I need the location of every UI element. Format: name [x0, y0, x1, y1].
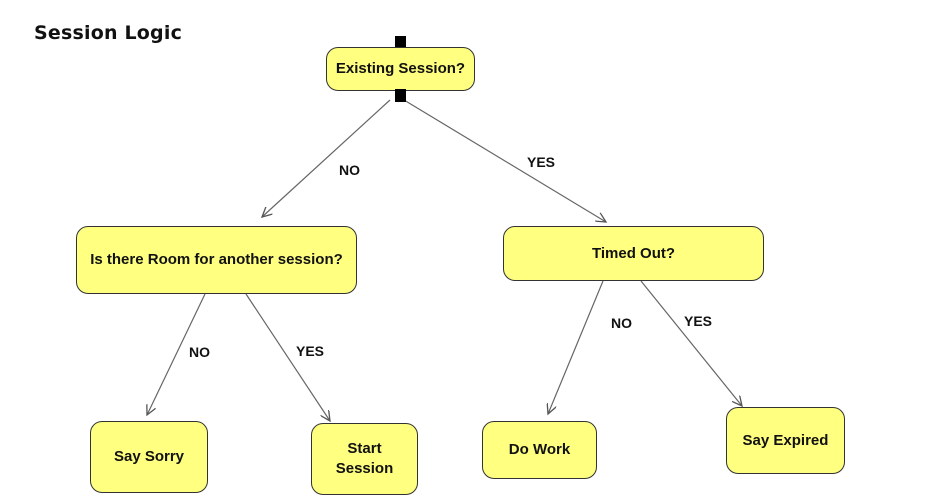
- node-do-work-label: Do Work: [508, 441, 571, 458]
- edge-timed-out-to-do-work: [548, 280, 604, 414]
- node-do-work: Do Work: [482, 421, 597, 479]
- node-existing-session: Existing Session?: [326, 47, 475, 91]
- edge-label-existing-yes: YES: [527, 154, 556, 170]
- node-room-for-session: Is there Room for another session?: [76, 226, 357, 294]
- edge-label-existing-no: NO: [339, 162, 360, 178]
- edge-label-timed-yes: YES: [684, 313, 713, 329]
- node-timed-out-label: Timed Out?: [591, 244, 676, 262]
- top-port-marker: [395, 36, 406, 49]
- edge-label-timed-no: NO: [611, 315, 632, 331]
- diagram-title: Session Logic: [34, 22, 183, 44]
- node-start-session-label-line2: Session: [335, 460, 394, 477]
- edge-timed-out-to-say-expired: [640, 280, 742, 406]
- node-room-for-session-label: Is there Room for another session?: [90, 251, 343, 268]
- node-start-session-label-line1: Start: [347, 440, 382, 457]
- node-say-sorry-label: Say Sorry: [113, 448, 185, 465]
- node-timed-out: Timed Out?: [503, 226, 764, 281]
- node-say-expired-label: Say Expired: [742, 431, 829, 449]
- node-say-expired: Say Expired: [726, 407, 845, 474]
- node-start-session: Start Session: [311, 423, 418, 495]
- edge-existing-to-room: [262, 99, 391, 217]
- edge-existing-to-timed-out: [403, 99, 606, 222]
- edge-room-to-start-session: [245, 293, 330, 421]
- edge-room-to-say-sorry: [147, 293, 206, 415]
- node-existing-session-label: Existing Session?: [335, 60, 466, 77]
- edge-label-room-yes: YES: [296, 343, 325, 359]
- bottom-port-marker: [395, 89, 406, 102]
- edge-label-room-no: NO: [189, 344, 210, 360]
- node-say-sorry: Say Sorry: [90, 421, 208, 493]
